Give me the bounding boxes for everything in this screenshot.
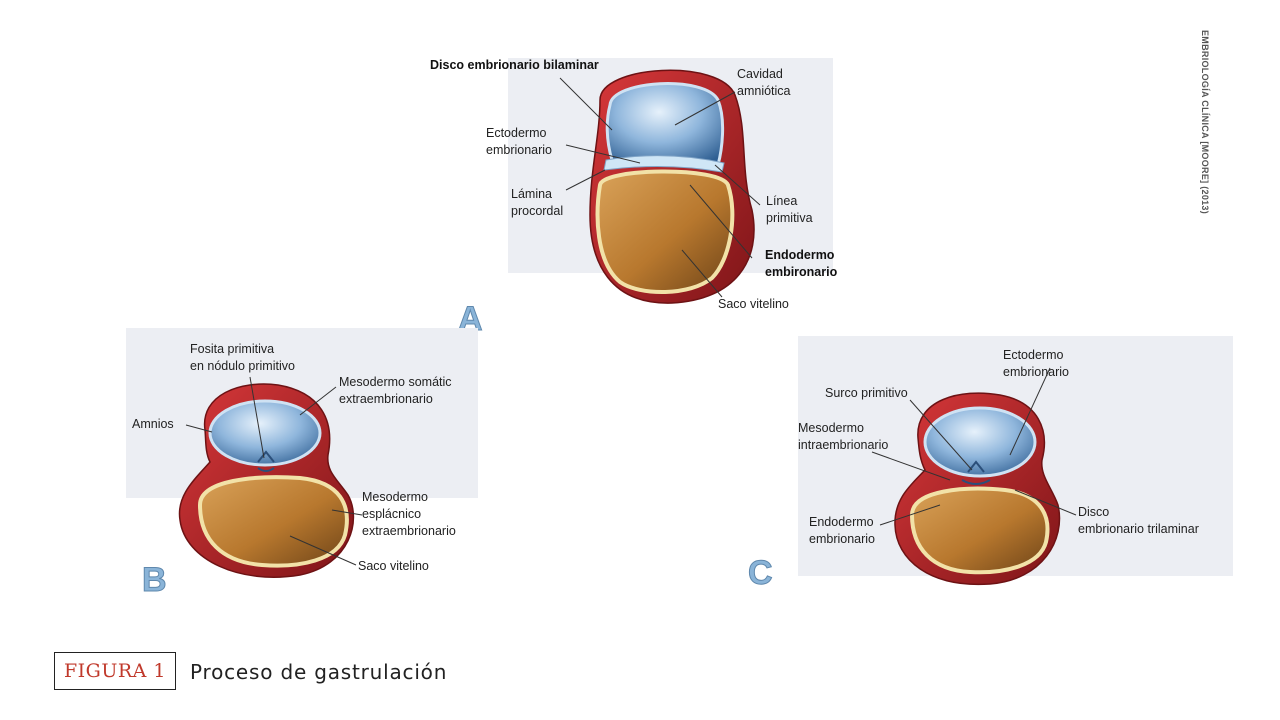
label-linea-1: Línea bbox=[766, 194, 797, 208]
panel-a: Disco embrionario bilaminar Cavidad amni… bbox=[430, 58, 838, 339]
amniotic-cavity bbox=[605, 82, 725, 167]
panel-letter-b: B bbox=[142, 561, 167, 599]
label-saco-a: Saco vitelino bbox=[718, 297, 789, 311]
label-ectodermo-c-2: embrionario bbox=[1003, 365, 1069, 379]
label-somatic-1: Mesodermo somátic bbox=[339, 375, 452, 389]
panel-letter-c: C bbox=[748, 554, 773, 592]
label-surco: Surco primitivo bbox=[825, 386, 908, 400]
label-disco-bilaminar: Disco embrionario bilaminar bbox=[430, 58, 599, 72]
label-amnios: Amnios bbox=[132, 417, 174, 431]
label-lamina-1: Lámina bbox=[511, 187, 552, 201]
source-credit: EMBRIOLOGÍA CLÍNICA [MOORE] (2013) bbox=[1200, 30, 1210, 215]
label-endodermo-c-1: Endodermo bbox=[809, 515, 874, 529]
label-somatic-2: extraembrionario bbox=[339, 392, 433, 406]
label-ectodermo-c-1: Ectodermo bbox=[1003, 348, 1063, 362]
label-esplacnico-3: extraembrionario bbox=[362, 524, 456, 538]
yolk-sac bbox=[595, 169, 735, 295]
label-cavidad-2: amniótica bbox=[737, 84, 791, 98]
panel-a-leaders bbox=[559, 77, 761, 298]
label-linea-2: primitiva bbox=[766, 211, 813, 225]
label-esplacnico-1: Mesodermo bbox=[362, 490, 428, 504]
panel-b-yolk-sac bbox=[197, 475, 349, 568]
label-disco-trilaminar-2: embrionario trilaminar bbox=[1078, 522, 1199, 536]
panel-b: Fosita primitiva en nódulo primitivo Amn… bbox=[126, 328, 478, 600]
label-meso-intra-1: Mesodermo bbox=[798, 421, 864, 435]
label-meso-intra-2: intraembrionario bbox=[798, 438, 888, 452]
label-endodermo-a-1: Endodermo bbox=[765, 248, 835, 262]
label-fosita-1: Fosita primitiva bbox=[190, 342, 274, 356]
bilaminar-disc bbox=[603, 155, 725, 173]
panel-c-yolk-sac bbox=[909, 486, 1050, 575]
panel-c: Ectodermo embrionario Surco primitivo Me… bbox=[748, 336, 1233, 593]
label-esplacnico-2: esplácnico bbox=[362, 507, 421, 521]
label-ectodermo-a-2: embrionario bbox=[486, 143, 552, 157]
label-saco-b: Saco vitelino bbox=[358, 559, 429, 573]
figure-tag: FIGURA 1 bbox=[54, 652, 176, 690]
panel-c-amniotic-cavity bbox=[923, 406, 1037, 478]
label-lamina-2: procordal bbox=[511, 204, 563, 218]
label-endodermo-a-2: embironario bbox=[765, 265, 838, 279]
panel-b-amniotic-cavity bbox=[208, 399, 322, 467]
figure-caption: Proceso de gastrulación bbox=[190, 660, 448, 684]
label-disco-trilaminar-1: Disco bbox=[1078, 505, 1109, 519]
label-endodermo-c-2: embrionario bbox=[809, 532, 875, 546]
primitive-pit-marker bbox=[257, 450, 275, 472]
panel-c-leaders bbox=[871, 367, 1077, 526]
label-cavidad-1: Cavidad bbox=[737, 67, 783, 81]
label-fosita-2: en nódulo primitivo bbox=[190, 359, 295, 373]
panel-b-leaders bbox=[185, 376, 363, 566]
label-ectodermo-a-1: Ectodermo bbox=[486, 126, 546, 140]
